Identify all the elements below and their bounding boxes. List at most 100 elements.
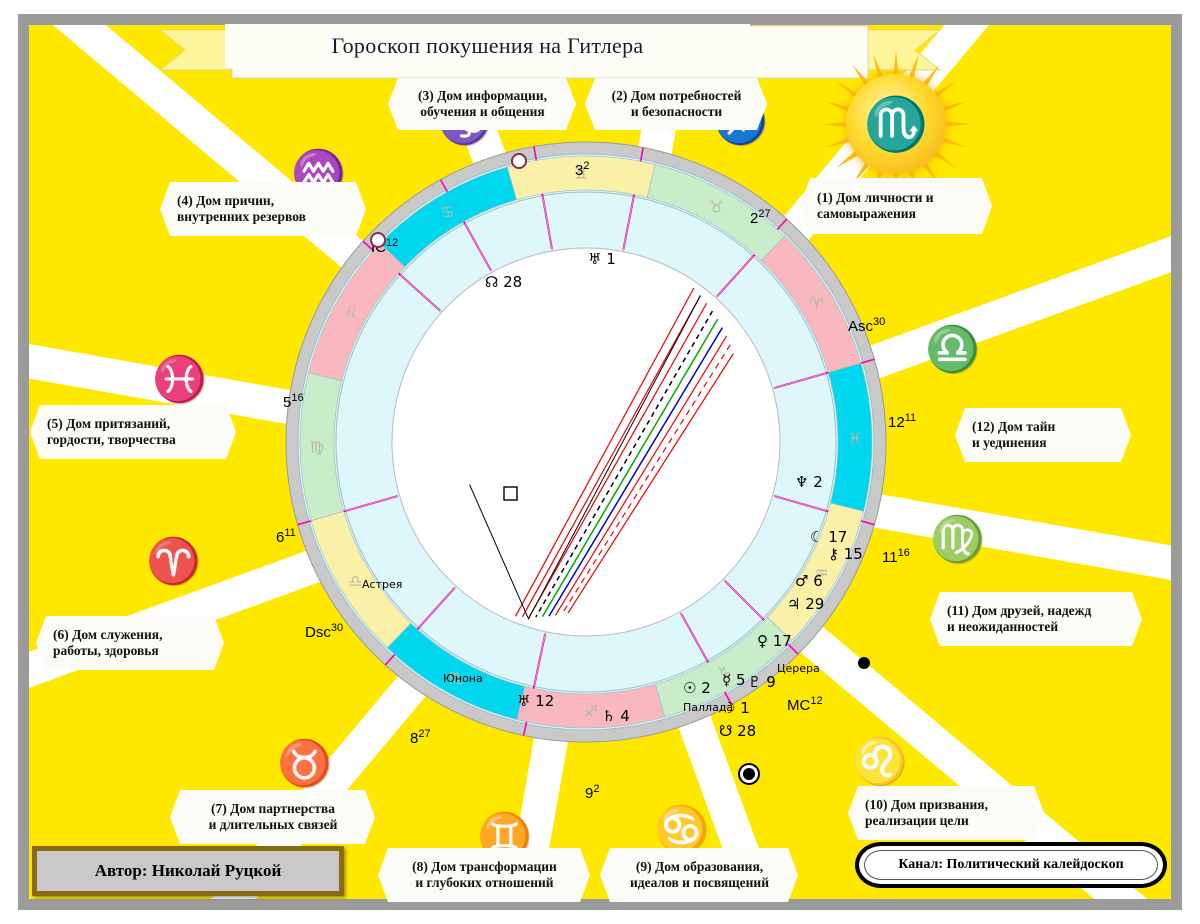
planet-venus[interactable]: ♀ 17 — [757, 632, 792, 650]
open-circle-ic — [370, 232, 386, 248]
aspect-line-1 — [521, 295, 702, 618]
house-callout-2[interactable]: (2) Дом потребностей и безопасности — [585, 78, 767, 130]
cusp-11-text: 11 — [882, 549, 898, 566]
planet-glyph-mars: ♂ 6 — [795, 572, 823, 590]
aspect-line-0 — [515, 287, 695, 617]
house-callout-6[interactable]: (6) Дом служения, работы, здоровья — [36, 616, 224, 670]
planet-glyph-chiron: ⚷ 15 — [828, 545, 863, 563]
house-callout-10[interactable]: (10) Дом призвания, реализации цели — [848, 786, 1044, 840]
planet-uranus2[interactable]: ♅ 1 — [588, 250, 616, 268]
house-guide-8 — [722, 578, 764, 620]
cusp-5-text: 5 — [283, 394, 292, 411]
cusp-3[interactable]: 32 — [575, 160, 589, 179]
aspect-figure-triangle — [469, 295, 701, 621]
planet-chiron[interactable]: ⚷ 15 — [828, 545, 863, 563]
planet-astraea[interactable]: Астрея — [362, 577, 402, 592]
planet-glyph-moon2: ☾ 17 — [810, 528, 848, 546]
cusp-6-degree: 11 — [284, 527, 296, 539]
cusp-9[interactable]: 92 — [585, 783, 599, 802]
house-callout-4[interactable]: (4) Дом причин, внутренних резервов — [160, 182, 366, 236]
house-callout-1[interactable]: (1) Дом личности и самовыражения — [800, 178, 992, 234]
planet-glyph-neptune: ♆ 2 — [795, 473, 823, 491]
angle-dsc[interactable]: Dsc30 — [305, 622, 343, 641]
cusp-11[interactable]: 1116 — [880, 547, 912, 566]
angle-asc[interactable]: Asc30 — [848, 316, 885, 335]
author-plate: Автор: Николай Руцкой — [32, 846, 344, 896]
black-ring-dot — [740, 765, 758, 783]
aspect-line-2 — [528, 302, 708, 618]
planet-moon[interactable]: ☽ 1 — [722, 699, 750, 717]
planet-jupiter[interactable]: ♃ 29 — [787, 595, 824, 613]
house-guide-9 — [772, 495, 827, 512]
decor-leo-icon: ♌ — [852, 737, 907, 786]
sign-segment-pisces[interactable] — [827, 362, 873, 512]
cusp-5[interactable]: 516 — [283, 392, 304, 411]
sign-glyph-cancer: ♋ — [440, 202, 454, 221]
house-callout-8[interactable]: (8) Дом трансформации и глубоких отношен… — [378, 848, 590, 902]
sign-glyph-leo: ♌ — [344, 303, 358, 322]
page-title: Гороскоп покушения на Гитлера — [225, 24, 750, 68]
house-callout-5[interactable]: (5) Дом притязаний, гордости, творчества — [30, 405, 236, 459]
angle-mc[interactable]: MC12 — [785, 695, 825, 714]
scorpio-icon: ♏ — [846, 74, 946, 174]
planet-glyph-pallas: Паллада — [683, 701, 734, 714]
cusp-tick-3 — [639, 147, 645, 162]
cusp-8-degree: 27 — [418, 728, 431, 740]
planet-glyph-sun: ☉ 2 — [683, 679, 711, 697]
planet-saturn[interactable]: ♄ 4 — [602, 707, 630, 725]
planet-southnode[interactable]: ☋ 28 — [719, 722, 756, 740]
cusp-tick-6 — [522, 721, 528, 736]
house-guide-5 — [418, 585, 457, 629]
decor-virgo-icon: ♍ — [930, 515, 985, 564]
planet-juno[interactable]: Юнона — [443, 671, 483, 686]
planet-mars[interactable]: ♂ 6 — [795, 572, 823, 590]
aspect-line-7 — [561, 344, 731, 615]
planet-northnode[interactable]: ☊ 28 — [485, 273, 522, 291]
cusp-3-degree: 2 — [583, 160, 590, 172]
decor-pisces-icon: ♓ — [152, 355, 207, 404]
decor-cancer-icon: ♋ — [654, 805, 709, 854]
angle-ic-degree: 12 — [386, 237, 399, 249]
planet-sun[interactable]: ☉ 2 — [683, 679, 711, 697]
planet-ceres[interactable]: Церера — [777, 661, 820, 676]
planet-pluto[interactable]: ♇ 9 — [748, 673, 776, 691]
cusp-tick-12 — [860, 520, 875, 526]
cusp-8-text: 8 — [410, 730, 419, 747]
house-callout-9[interactable]: (9) Дом образования, идеалов и посвящени… — [600, 848, 798, 902]
sign-glyph-aquarius: ♒ — [814, 563, 828, 582]
planet-glyph-northnode: ☊ 28 — [485, 273, 523, 291]
angle-dsc-text: Dsc — [305, 624, 331, 641]
black-filled-dot — [858, 657, 870, 669]
house-guide-4 — [345, 495, 400, 512]
planet-mercury[interactable]: ☿ 5 — [722, 671, 746, 689]
house-callout-3[interactable]: (3) Дом информации, обучения и общения — [388, 78, 576, 130]
sign-glyph-capricorn: ♑ — [717, 664, 731, 683]
planet-uranus[interactable]: ♅ 12 — [517, 692, 554, 710]
planet-neptune[interactable]: ♆ 2 — [795, 473, 823, 491]
house-callout-7[interactable]: (7) Дом партнерства и длительных связей — [170, 790, 375, 844]
angle-mc-text: MC — [787, 697, 811, 714]
cusp-6[interactable]: 611 — [276, 527, 296, 546]
cusp-2[interactable]: 227 — [750, 208, 771, 227]
sign-glyph-virgo: ♍ — [310, 438, 324, 457]
house-callout-11[interactable]: (11) Дом друзей, надежд и неожиданностей — [930, 592, 1142, 646]
planet-pallas[interactable]: Паллада — [683, 700, 733, 715]
angle-asc-degree: 30 — [873, 316, 886, 328]
cusp-8[interactable]: 827 — [410, 728, 431, 747]
cusp-tick-MC — [439, 179, 449, 193]
house-guide-1 — [542, 195, 553, 252]
angle-asc-text: Asc — [848, 318, 874, 335]
house-callout-12[interactable]: (12) Дом тайн и уединения — [955, 408, 1131, 462]
cusp-2-degree: 27 — [758, 208, 771, 220]
planet-glyph-ceres: Церера — [777, 662, 820, 675]
cusp-5-degree: 16 — [291, 392, 304, 404]
planet-glyph-saturn: ♄ 4 — [602, 707, 630, 725]
planet-glyph-venus: ♀ 17 — [757, 632, 792, 650]
planet-moon2[interactable]: ☾ 17 — [810, 528, 847, 546]
house-guide-0 — [622, 196, 635, 252]
open-circle-top — [511, 153, 527, 169]
cusp-9-degree: 2 — [593, 783, 600, 795]
cusp-12[interactable]: 1211 — [888, 412, 916, 431]
